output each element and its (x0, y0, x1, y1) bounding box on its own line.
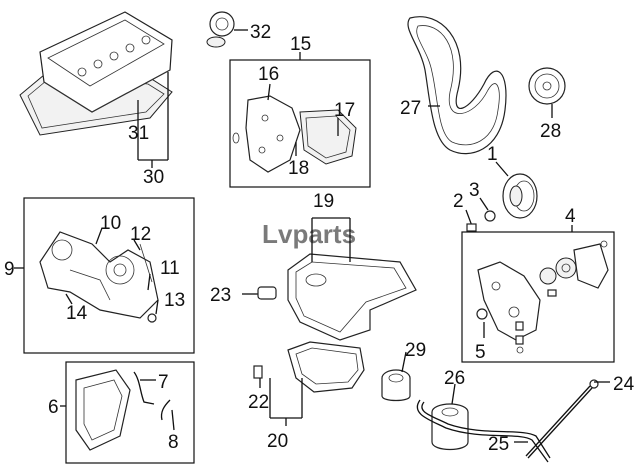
belt-cover-parts (39, 231, 159, 323)
callout-24: 24 (613, 374, 635, 395)
callout-6: 6 (48, 397, 59, 418)
lower-cover-parts (75, 369, 171, 451)
callout-2: 2 (453, 191, 464, 212)
timing-cover-parts (232, 95, 357, 173)
callout-3: 3 (469, 180, 480, 201)
oil-pump-box (461, 231, 615, 363)
callout-14: 14 (66, 303, 88, 324)
watermark-prefix: L (262, 219, 278, 249)
belt-cover-box (23, 197, 195, 354)
oil-filter (431, 403, 469, 451)
callout-8: 8 (168, 432, 179, 453)
watermark-text: vparts (278, 219, 356, 249)
callout-13: 13 (164, 290, 185, 311)
timing-sprocket (528, 67, 566, 105)
callout-18: 18 (288, 158, 309, 179)
oil-pump-parts (476, 240, 609, 354)
callout-28: 28 (540, 121, 561, 142)
upper-oil-pan (287, 253, 417, 341)
callout-19: 19 (313, 191, 334, 212)
callout-17: 17 (334, 100, 355, 121)
callout-30-31-leaders (137, 72, 169, 168)
callout-27: 27 (400, 98, 421, 119)
callout-1: 1 (487, 144, 498, 165)
callout-12: 12 (130, 224, 151, 245)
pulley-bolt (465, 209, 477, 232)
drain-plug (253, 365, 263, 388)
lower-cover-box (65, 361, 195, 464)
dipstick-tube (416, 399, 551, 463)
callout-29: 29 (405, 340, 426, 361)
valve-cover (39, 11, 173, 113)
callout-26: 26 (444, 368, 465, 389)
oil-filler-cap (206, 11, 248, 48)
callout-31: 31 (128, 123, 149, 144)
watermark: L vparts (262, 219, 356, 249)
oil-strainer (242, 286, 277, 300)
callout-23: 23 (210, 285, 231, 306)
callout-30: 30 (143, 167, 164, 188)
callout-10: 10 (100, 213, 121, 234)
oil-dipstick (525, 379, 599, 459)
timing-belt (407, 16, 507, 155)
lower-oil-pan (287, 341, 365, 393)
callout-11: 11 (160, 258, 180, 279)
callout-16: 16 (258, 64, 279, 85)
callout-20: 20 (267, 431, 288, 452)
callout-15: 15 (290, 34, 311, 55)
callout-25: 25 (488, 434, 509, 455)
oil-filter-element (381, 369, 411, 402)
pulley-washer (479, 197, 496, 222)
callout-32: 32 (250, 22, 271, 43)
crankshaft-pulley (502, 173, 538, 219)
callout-4: 4 (565, 206, 576, 227)
callout-22: 22 (248, 392, 269, 413)
callout-7: 7 (158, 372, 169, 393)
callout-5: 5 (475, 342, 486, 363)
callout-9: 9 (4, 259, 15, 280)
